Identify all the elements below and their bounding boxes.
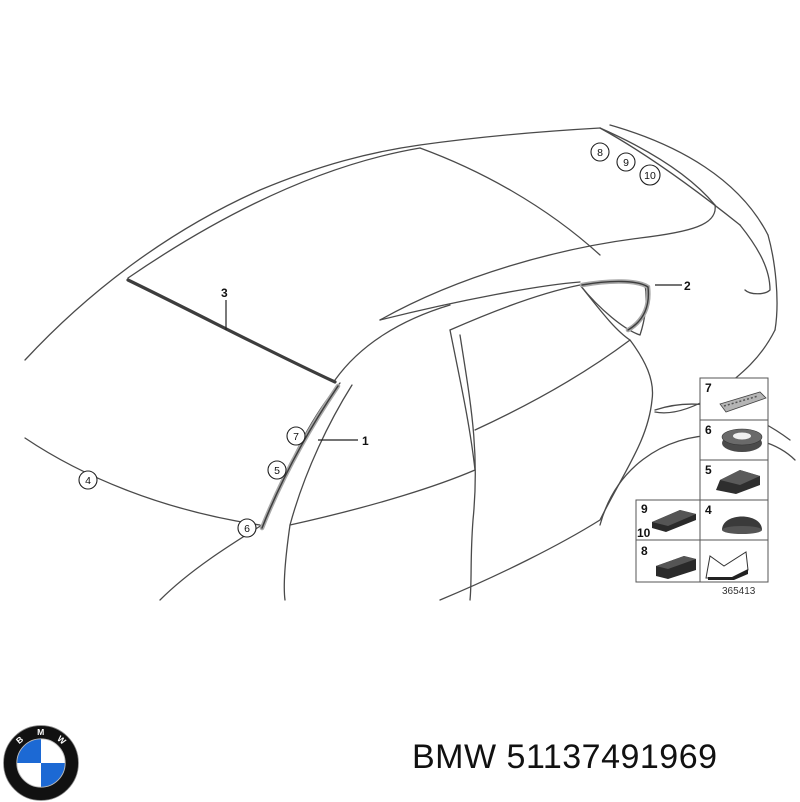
- caption-part-number: 51137491969: [506, 738, 718, 776]
- windshield-top-trim: [126, 278, 337, 384]
- svg-text:M: M: [37, 727, 44, 737]
- svg-text:5: 5: [274, 465, 280, 477]
- svg-text:6: 6: [244, 523, 250, 535]
- part-8-block: 8: [641, 544, 696, 579]
- callout-8: 8: [590, 142, 610, 162]
- part-5-pad: 5: [705, 463, 760, 494]
- callout-9: 9: [616, 152, 636, 172]
- label-1: 1: [362, 434, 369, 448]
- svg-text:8: 8: [597, 147, 603, 159]
- a-pillar-trim: [259, 383, 341, 531]
- svg-text:9: 9: [641, 502, 648, 516]
- callout-5: 5: [267, 460, 287, 480]
- part-6-grommet: 6: [705, 423, 763, 452]
- svg-text:6: 6: [705, 423, 712, 437]
- callout-4: 4: [78, 470, 98, 490]
- caption-brand: BMW: [412, 738, 497, 776]
- part-4-dome: 4: [705, 503, 762, 534]
- parts-box: 7 6 5 9 10 4: [635, 377, 769, 583]
- svg-text:4: 4: [85, 475, 91, 487]
- part-7-clip: 7: [705, 381, 767, 413]
- part-caption: BMW 51137491969: [412, 738, 718, 777]
- svg-text:7: 7: [293, 431, 299, 443]
- svg-text:4: 4: [705, 503, 712, 517]
- label-2: 2: [684, 279, 691, 293]
- bmw-logo-icon: B M W: [3, 725, 79, 801]
- label-3: 3: [221, 286, 228, 300]
- svg-text:8: 8: [641, 544, 648, 558]
- part-9-10-pad: 9 10: [637, 502, 696, 540]
- leader-lines: [225, 284, 682, 441]
- svg-text:9: 9: [623, 157, 629, 169]
- diagram-code: 365413: [722, 586, 756, 597]
- svg-text:B: B: [14, 734, 25, 746]
- svg-text:7: 7: [705, 381, 712, 395]
- part-arrow-icon: [705, 551, 749, 580]
- svg-text:10: 10: [637, 526, 651, 540]
- svg-text:10: 10: [644, 170, 656, 182]
- callout-6: 6: [237, 518, 257, 538]
- callout-7: 7: [286, 426, 306, 446]
- svg-text:5: 5: [705, 463, 712, 477]
- callout-10: 10: [639, 164, 661, 186]
- rear-quarter-trim: [579, 279, 651, 333]
